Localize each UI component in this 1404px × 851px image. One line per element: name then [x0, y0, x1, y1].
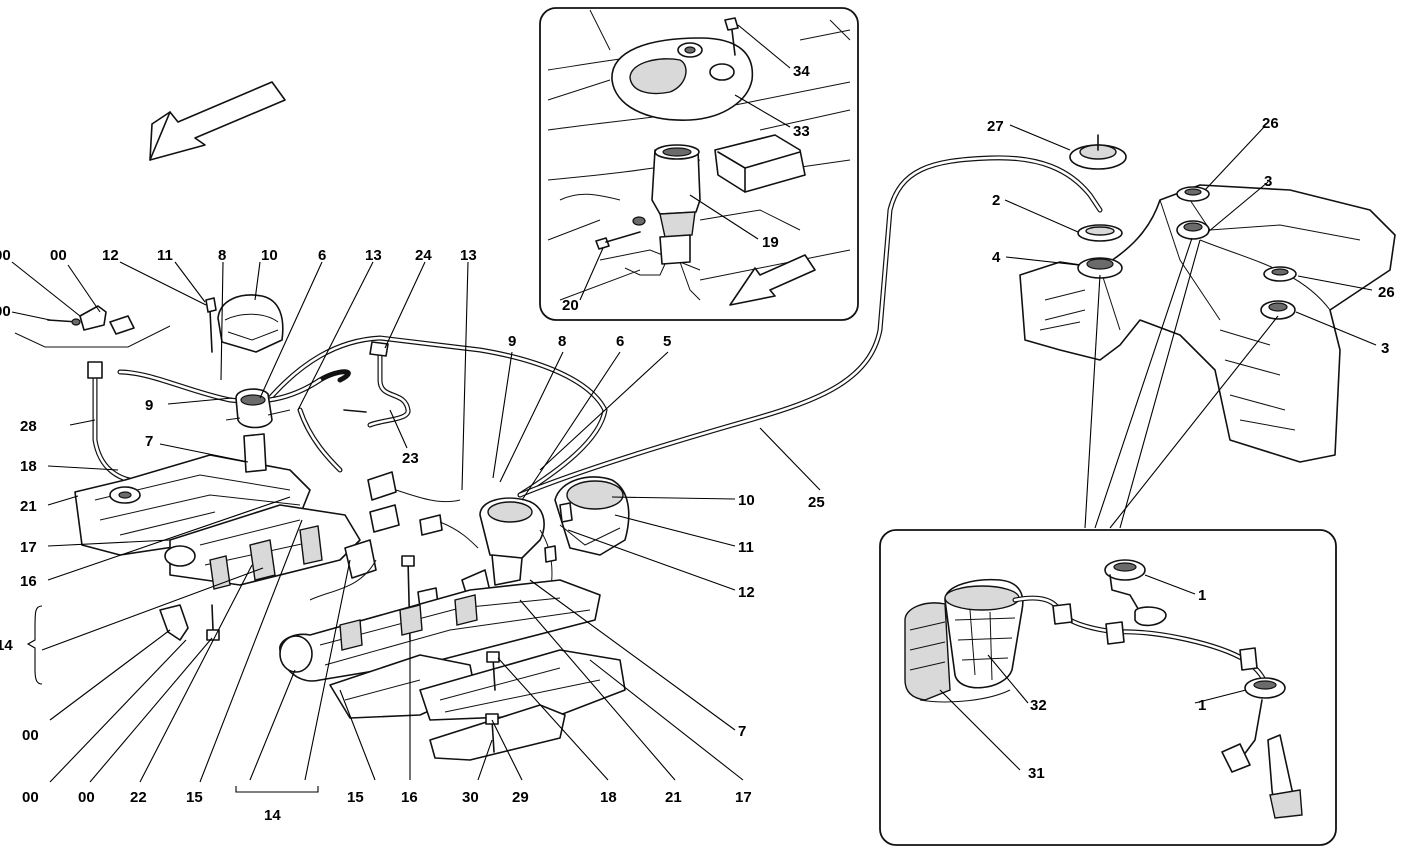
callout-label: 16	[20, 573, 37, 590]
callout-label: 11	[157, 247, 173, 264]
callout-labels: 00 00 00 12 11 8 10 6 13 24 13 9 8 6 5 2…	[0, 63, 1395, 824]
tank-caps	[1069, 134, 1297, 320]
callout-label: 28	[20, 418, 37, 435]
callout-label: 5	[663, 333, 671, 350]
callout-label: 2	[992, 192, 1000, 209]
fuel-pipes-left	[117, 155, 1103, 498]
callout-label: 34	[793, 63, 810, 80]
callout-label: 00	[22, 727, 39, 744]
callout-label: 13	[365, 247, 382, 264]
callout-label: 17	[20, 539, 37, 556]
callout-label: 29	[512, 789, 529, 806]
callout-label: 9	[508, 333, 516, 350]
bracket-group-top-left	[14, 305, 171, 348]
inset-mount-detail	[539, 7, 859, 321]
fuel-hose-28	[87, 361, 143, 485]
callout-label: 12	[102, 247, 119, 264]
callout-label: 14	[0, 637, 13, 654]
callout-label: 21	[665, 789, 682, 806]
callout-label: 23	[402, 450, 419, 467]
callout-label: 12	[738, 584, 755, 601]
inset-pump-module	[879, 529, 1337, 846]
callout-label: 15	[347, 789, 364, 806]
callout-label: 22	[130, 789, 147, 806]
callout-label: 26	[1378, 284, 1395, 301]
callout-label: 33	[793, 123, 810, 140]
leader-lines	[11, 24, 1377, 793]
callout-label: 1	[1198, 587, 1206, 604]
callout-label: 10	[738, 492, 755, 509]
bracket-lower-left	[159, 604, 220, 641]
direction-arrow-main	[149, 81, 286, 161]
callout-label: 20	[562, 297, 579, 314]
callout-label: 00	[0, 303, 11, 320]
callout-label: 19	[762, 234, 779, 251]
callout-label: 18	[600, 789, 617, 806]
fuel-rail-upper	[74, 454, 361, 590]
callout-label: 31	[1028, 765, 1045, 782]
callout-label: 7	[738, 723, 746, 740]
callout-label: 27	[987, 118, 1004, 135]
callout-label: 15	[186, 789, 203, 806]
callout-label: 16	[401, 789, 418, 806]
callout-label: 21	[20, 498, 37, 515]
callout-label: 3	[1264, 173, 1272, 190]
callout-label: 30	[462, 789, 479, 806]
callout-label: 8	[558, 333, 566, 350]
cover-10-right	[544, 476, 630, 563]
callout-label: 26	[1262, 115, 1279, 132]
callout-label: 18	[20, 458, 37, 475]
callout-label: 13	[460, 247, 477, 264]
callout-label: 14	[264, 807, 281, 824]
fuel-rail-lower	[279, 555, 626, 761]
callout-label: 6	[616, 333, 624, 350]
callout-label: 3	[1381, 340, 1389, 357]
callout-label: 9	[145, 397, 153, 414]
callout-label: 32	[1030, 697, 1047, 714]
bracket-23	[343, 341, 411, 428]
callout-label: 10	[261, 247, 278, 264]
callout-label: 00	[22, 789, 39, 806]
cover-10-top	[205, 294, 284, 353]
callout-label: 25	[808, 494, 825, 511]
callout-label: 1	[1198, 697, 1206, 714]
callout-label: 17	[735, 789, 752, 806]
callout-label: 11	[738, 539, 754, 556]
high-pressure-pump	[461, 497, 553, 631]
pressure-regulator	[225, 388, 291, 473]
callout-label: 4	[992, 249, 1001, 266]
callout-label: 00	[50, 247, 67, 264]
callout-label: 6	[318, 247, 326, 264]
callout-label: 7	[145, 433, 153, 450]
callout-label: 00	[78, 789, 95, 806]
callout-label: 00	[0, 247, 11, 264]
callout-label: 24	[415, 247, 432, 264]
callout-label: 8	[218, 247, 226, 264]
